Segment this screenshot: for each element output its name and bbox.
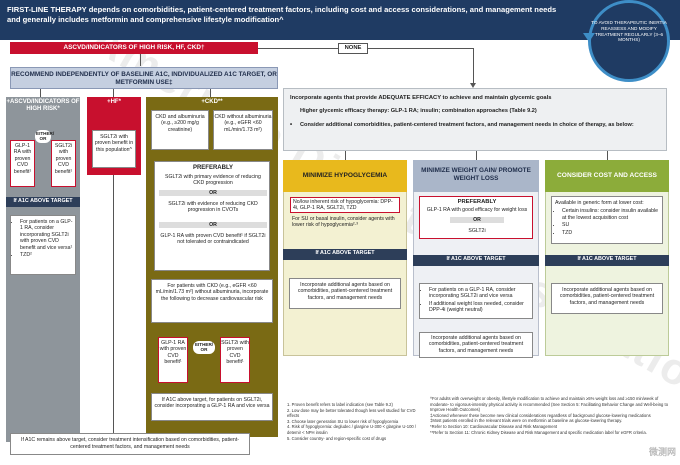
preferably-label: PREFERABLY <box>192 165 234 171</box>
connector-line <box>258 48 338 49</box>
ckd-pref-sglt2-primary: SGLT2i with primary evidence of reducing… <box>165 174 261 187</box>
min-weight-header: MINIMIZE WEIGHT GAIN/ PROMOTE WEIGHT LOS… <box>413 160 539 192</box>
list-item: TZD <box>562 230 659 236</box>
ckd-albuminuria-box: CKD and albuminuria (e.g., ≥200 mg/g cre… <box>151 110 209 150</box>
efficacy-line2: Higher glycemic efficacy therapy: GLP-1 … <box>300 108 537 114</box>
or-label: OR <box>450 217 504 224</box>
hf-sglt2-box: SGLT2i with proven benefit in this popul… <box>92 130 136 168</box>
list-item: For patients on a GLP-1 RA, consider inc… <box>20 219 73 251</box>
top-banner: FIRST-LINE THERAPY depends on comorbidit… <box>0 0 680 40</box>
ckd-a1c-text: If A1C above target, for patients on SGL… <box>151 393 273 421</box>
or-label: OR <box>159 222 267 229</box>
min-hypo-a1c-bar: If A1C ABOVE TARGET <box>283 249 407 260</box>
list-item: TZD² <box>20 252 73 258</box>
min-weight-a1c-bar: If A1C ABOVE TARGET <box>413 255 539 266</box>
cycle-arrow-icon <box>583 33 595 42</box>
min-hypo-header: MINIMIZE HYPOGLYCEMIA <box>283 160 407 192</box>
ckd-patients-text: For patients with CKD (e.g., eGFR <60 mL… <box>151 279 273 323</box>
connector-line <box>607 151 608 160</box>
ckd-column-header: +CKD** <box>201 99 223 105</box>
hf-column-header: +HF* <box>107 99 121 105</box>
either-or-label: EITHER/ OR <box>193 341 215 354</box>
connector-line <box>113 89 114 97</box>
footnote: *Refer to Section 10: Cardiovascular Dis… <box>430 423 558 429</box>
list-item: Certain insulins: consider insulin avail… <box>562 208 659 221</box>
list-item: SU <box>562 222 659 228</box>
connector-line <box>473 48 474 86</box>
ckd-pref-glp1: GLP-1 RA with proven CVD benefit¹ if SGL… <box>160 233 266 246</box>
min-weight-bottom-box: Incorporate additional agents based on c… <box>419 332 533 358</box>
ckd-no-albuminuria-box: CKD without albuminuria (e.g., eGFR <60 … <box>213 110 273 150</box>
efficacy-box: Incorporate agents that provide ADEQUATE… <box>283 88 667 151</box>
either-or-label: EITHER/ OR <box>35 130 55 143</box>
hf-column: +HF* SGLT2i with proven benefit in this … <box>87 97 141 175</box>
ckd-pref-sglt2-cvot: SGLT2i with evidence of reducing CKD pro… <box>168 201 258 214</box>
reassess-circle: TO AVOID THERAPEUTIC INERTIA REASSESS AN… <box>583 0 670 82</box>
none-box: NONE <box>338 43 368 54</box>
ascvd-bullets: For patients on a GLP-1 RA, consider inc… <box>10 215 76 275</box>
footnote: 1. Proven benefit refers to label indica… <box>287 402 393 407</box>
efficacy-line1: Incorporate agents that provide ADEQUATE… <box>290 95 552 101</box>
banner-text: FIRST-LINE THERAPY depends on comorbidit… <box>7 5 557 24</box>
footnote: 2. Low dose may be better tolerated thou… <box>287 407 416 419</box>
list-item: For patients on a GLP-1 RA, consider inc… <box>429 287 530 300</box>
min-weight-preferably-box: PREFERABLY GLP-1 RA with good efficacy f… <box>419 196 533 239</box>
arrow-down-icon <box>470 83 476 88</box>
efficacy-line3: Consider additional comorbidities, patie… <box>300 122 634 128</box>
footnotes-right: ^For adults with overweight or obesity, … <box>430 396 675 435</box>
cost-intro: Available in generic form at lower cost: <box>555 200 644 206</box>
footnote: ‡Most patients enrolled in the relevant … <box>430 418 623 424</box>
corner-logo: 微测网 <box>648 447 676 457</box>
ckd-preferably-box: PREFERABLY SGLT2i with primary evidence … <box>154 161 270 271</box>
min-hypo-sub-text: For SU or basal insulin, consider agents… <box>292 216 395 229</box>
ascvd-header: ASCVD/INDICATORS OF HIGH RISK, HF, CKD† <box>10 42 258 54</box>
cost-a1c-bar: If A1C ABOVE TARGET <box>545 255 669 266</box>
ascvd-column: +ASCVD/INDICATORS OF HIGH RISK* GLP-1 RA… <box>6 97 80 442</box>
ascvd-sglt2-box: SGLT2i with proven CVD benefit¹ <box>51 140 76 187</box>
preferably-label: PREFERABLY <box>457 199 497 205</box>
footnote: ‡Actioned whenever these become new clin… <box>430 412 651 418</box>
footnote: **Refer to Section 11: Chronic Kidney Di… <box>430 429 647 435</box>
footnote: 3. Choose later generation SU to lower r… <box>287 418 399 424</box>
list-item: If additional weight loss needed, consid… <box>429 301 530 314</box>
min-hypo-red-box: No/low inherent risk of hypoglycemia: DP… <box>290 197 400 213</box>
connector-line <box>140 54 141 66</box>
connector-line <box>368 48 473 49</box>
recommend-box: RECOMMEND INDEPENDENTLY OF BASELINE A1C,… <box>10 67 278 89</box>
min-weight-glp1: GLP-1 RA with good efficacy for weight l… <box>426 207 528 213</box>
cost-generic-box: Available in generic form at lower cost:… <box>551 196 663 244</box>
ascvd-column-header: +ASCVD/INDICATORS OF HIGH RISK* <box>6 99 80 112</box>
connector-line <box>113 175 114 433</box>
connector-line <box>476 151 477 160</box>
bullet-icon: • <box>290 122 293 128</box>
min-weight-sglt2: SGLT2i <box>468 228 486 234</box>
min-hypo-bottom-box: Incorporate additional agents based on c… <box>289 278 401 309</box>
ckd-glp1-box: GLP-1 RA with proven CVD benefit¹ <box>158 337 188 383</box>
connector-line <box>40 89 41 97</box>
footnote: 5. Consider country- and region-specific… <box>287 435 387 441</box>
footnotes-left: 1. Proven benefit refers to label indica… <box>287 402 427 441</box>
ckd-sglt2-box: SGLT2i with proven CVD benefit¹ <box>220 337 250 383</box>
min-weight-bullets: For patients on a GLP-1 RA, consider inc… <box>419 283 533 319</box>
ascvd-a1c-bar: If A1C ABOVE TARGET <box>6 197 80 207</box>
connector-line <box>345 151 346 160</box>
or-label: OR <box>159 190 267 197</box>
connector-line <box>210 89 211 97</box>
footnote: ^For adults with overweight or obesity, … <box>430 396 669 413</box>
ascvd-glp1-box: GLP-1 RA with proven CVD benefit¹ <box>10 140 35 187</box>
reassess-text: TO AVOID THERAPEUTIC INERTIA REASSESS AN… <box>591 20 667 43</box>
bottom-intensification-box: If A1C remains above target, consider tr… <box>10 433 250 455</box>
cost-bottom-box: Incorporate additional agents based on c… <box>551 283 663 314</box>
cost-header: CONSIDER COST AND ACCESS <box>545 160 669 192</box>
ckd-column: +CKD** CKD and albuminuria (e.g., ≥200 m… <box>146 97 278 437</box>
footnote: 4. Risk of hypoglycemia: degludec / glar… <box>287 424 417 435</box>
